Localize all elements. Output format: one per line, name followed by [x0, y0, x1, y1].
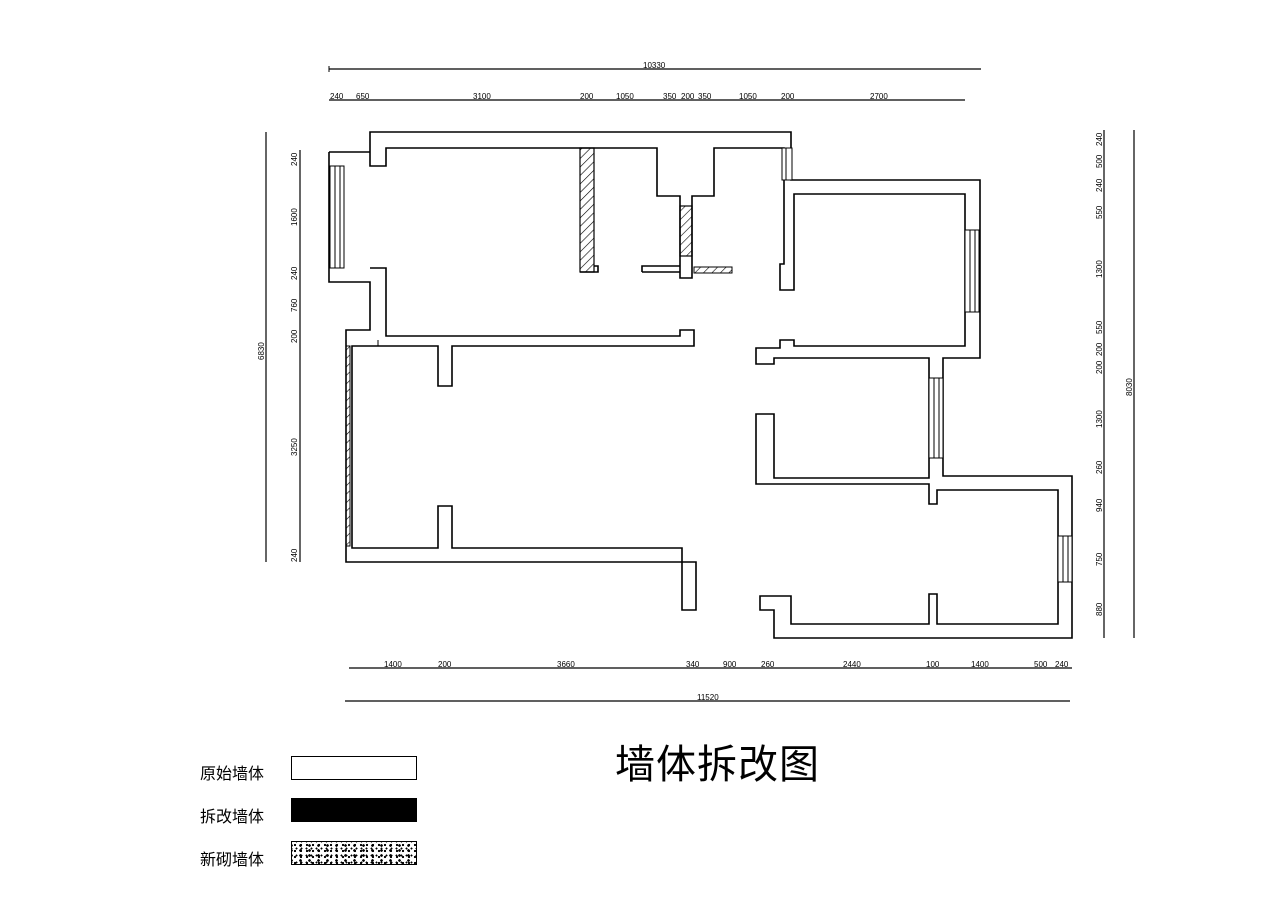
bottom-dim-8: 100 — [926, 660, 940, 669]
top-dimensions: 10330 240 650 3100 200 1050 350 200 350 … — [328, 61, 981, 101]
right-dim-4: 550 — [1095, 205, 1104, 219]
top-total-dim: 10330 — [643, 61, 666, 70]
right-dim-5: 1300 — [1095, 260, 1104, 278]
top-dim-8: 350 — [698, 92, 712, 101]
bottom-dimensions: 1400 200 3660 340 900 260 2440 100 1400 … — [345, 660, 1072, 702]
legend-label-new: 新砌墙体 — [200, 850, 265, 869]
left-dim-3: 240 — [290, 266, 299, 280]
top-dim-1: 240 — [330, 92, 344, 101]
top-dim-9: 1050 — [739, 92, 757, 101]
left-dim-5: 200 — [290, 329, 299, 343]
right-dim-8: 200 — [1095, 360, 1104, 374]
top-dim-2: 650 — [356, 92, 370, 101]
right-dim-10: 260 — [1095, 460, 1104, 474]
right-dim-13: 880 — [1095, 602, 1104, 616]
windows — [329, 147, 1073, 583]
right-total-dim: 8030 — [1125, 378, 1134, 396]
legend-label-original: 原始墙体 — [200, 764, 265, 783]
legend-label-demolished: 拆改墙体 — [200, 807, 265, 826]
right-dim-11: 940 — [1095, 498, 1104, 512]
top-dim-11: 2700 — [870, 92, 888, 101]
left-dim-2: 1600 — [290, 208, 299, 226]
legend-swatch-new — [291, 841, 417, 865]
bottom-dim-9: 1400 — [971, 660, 989, 669]
demolished-walls — [345, 147, 733, 547]
left-dimensions: 6830 240 1600 240 760 200 3250 240 — [257, 132, 301, 562]
page-title: 墙体拆改图 — [615, 742, 820, 788]
bottom-dim-7: 2440 — [843, 660, 861, 669]
original-walls — [328, 131, 1073, 639]
right-dim-9: 1300 — [1095, 410, 1104, 428]
legend-swatch-demolished — [291, 798, 417, 822]
top-dim-6: 350 — [663, 92, 677, 101]
bottom-dim-6: 260 — [761, 660, 775, 669]
right-dim-7: 200 — [1095, 342, 1104, 356]
right-dim-1: 240 — [1095, 132, 1104, 146]
top-dim-10: 200 — [781, 92, 795, 101]
left-dim-1: 240 — [290, 152, 299, 166]
top-dim-3: 3100 — [473, 92, 491, 101]
right-dimensions: 8030 240 500 240 550 1300 550 200 200 13… — [1095, 130, 1135, 638]
bottom-dim-11: 240 — [1055, 660, 1069, 669]
legend-swatch-original — [291, 756, 417, 780]
left-dim-6: 3250 — [290, 438, 299, 456]
left-dim-7: 240 — [290, 548, 299, 562]
right-dim-6: 550 — [1095, 320, 1104, 334]
bottom-total-dim: 11520 — [697, 693, 719, 702]
top-dim-4: 200 — [580, 92, 594, 101]
right-dim-3: 240 — [1095, 178, 1104, 192]
top-dim-5: 1050 — [616, 92, 634, 101]
bottom-dim-4: 340 — [686, 660, 700, 669]
bottom-dim-10: 500 — [1034, 660, 1048, 669]
top-dim-7: 200 — [681, 92, 695, 101]
bottom-dim-5: 900 — [723, 660, 737, 669]
left-total-dim: 6830 — [257, 342, 266, 360]
bottom-dim-2: 200 — [438, 660, 452, 669]
bottom-dim-1: 1400 — [384, 660, 402, 669]
bottom-dim-3: 3660 — [557, 660, 575, 669]
left-dim-4: 760 — [290, 298, 299, 312]
right-dim-12: 750 — [1095, 552, 1104, 566]
right-dim-2: 500 — [1095, 154, 1104, 168]
